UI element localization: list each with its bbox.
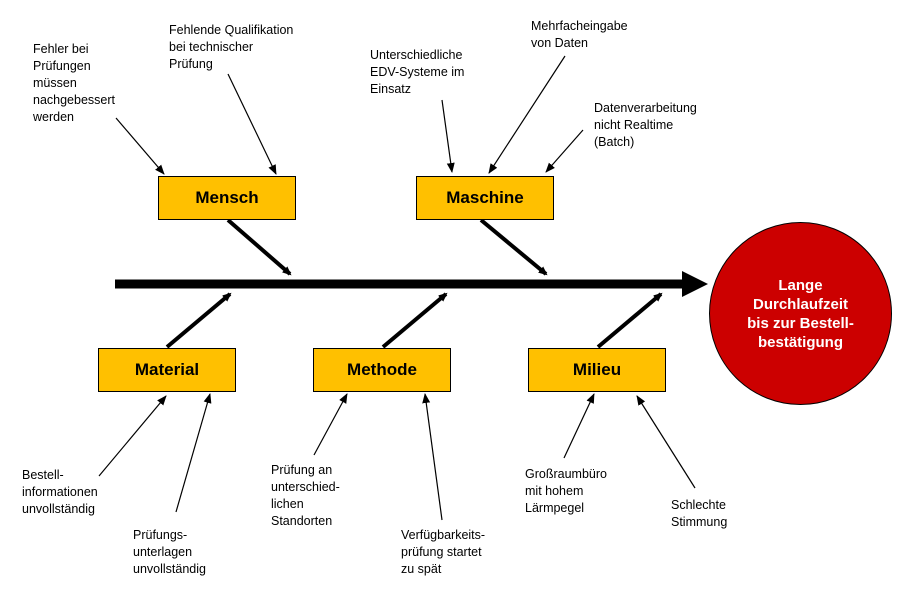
category-maschine: Maschine — [416, 176, 554, 220]
cause-label: Bestell- informationen unvollständig — [22, 468, 98, 516]
branch-arrow-maschine — [479, 218, 548, 276]
cause-label: Großraumbüro mit hohem Lärmpegel — [525, 467, 607, 515]
category-mensch: Mensch — [158, 176, 296, 220]
cause-arrow — [98, 395, 167, 477]
effect-problem-circle: Lange Durchlaufzeit bis zur Bestell- bes… — [709, 222, 892, 405]
branch-arrow-milieu — [596, 292, 663, 349]
category-material: Material — [98, 348, 236, 392]
cause-arrow — [313, 393, 348, 456]
cause-arrow — [488, 55, 566, 174]
category-milieu: Milieu — [528, 348, 666, 392]
cause-label: Verfügbarkeits- prüfung startet zu spät — [401, 528, 486, 576]
cause-arrow — [636, 395, 696, 489]
cause-label: Prüfung an unterschied- lichen Standorte… — [271, 463, 340, 528]
cause-label: Fehler bei Prüfungen müssen nachgebesser… — [33, 42, 116, 124]
category-methode: Methode — [313, 348, 451, 392]
cause-arrow — [563, 393, 595, 459]
cause-arrow — [115, 117, 165, 175]
branch-arrow-mensch — [226, 218, 292, 276]
cause-label: Schlechte Stimmung — [671, 498, 728, 529]
cause-label: Fehlende Qualifikation bei technischer P… — [169, 23, 294, 71]
cause-label: Mehrfacheingabe von Daten — [531, 19, 628, 50]
cause-arrow — [227, 73, 277, 175]
branch-arrow-methode — [381, 292, 448, 349]
cause-label: Datenverarbeitung nicht Realtime (Batch) — [594, 101, 697, 149]
cause-arrow — [441, 99, 455, 173]
cause-arrow — [175, 393, 212, 513]
cause-label: Unterschiedliche EDV-Systeme im Einsatz — [370, 48, 465, 96]
branch-arrow-material — [165, 292, 232, 349]
cause-label: Prüfungs- unterlagen unvollständig — [133, 528, 206, 576]
cause-arrow — [545, 129, 584, 173]
cause-arrow — [422, 393, 443, 521]
